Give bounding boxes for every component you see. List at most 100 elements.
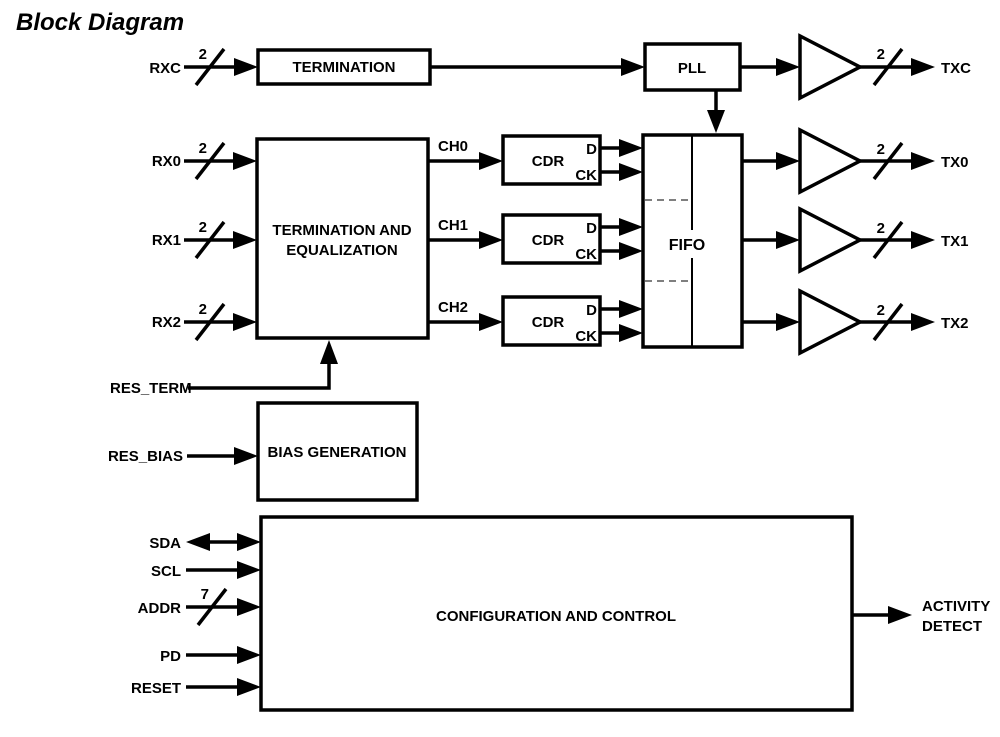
- arrowhead-left: [186, 533, 210, 551]
- scl-net: SCL: [151, 561, 261, 580]
- equalizer-box-label-line2: EQUALIZATION: [286, 242, 397, 259]
- arrowhead: [237, 646, 261, 664]
- arrowhead: [911, 58, 935, 76]
- arrowhead: [233, 313, 257, 331]
- tx2-pin-label: TX2: [941, 315, 969, 332]
- arrowhead: [237, 561, 261, 579]
- arrowhead: [479, 231, 503, 249]
- arrowhead: [776, 152, 800, 170]
- ch0-net-label: CH0: [438, 138, 468, 155]
- res-term-pin-label: RES_TERM: [110, 380, 192, 397]
- bus-width-label: 2: [199, 46, 207, 63]
- bus-width-label: 2: [877, 220, 885, 237]
- config-block: CONFIGURATION AND CONTROL SDA SCL ADDR 7…: [131, 515, 990, 712]
- ch2-net-label: CH2: [438, 299, 468, 316]
- cdr-ck-port-label: CK: [575, 246, 597, 263]
- termination-box-label: TERMINATION: [292, 59, 395, 76]
- bus-width-label: 2: [877, 302, 885, 319]
- cdr-box-2: [501, 295, 602, 347]
- arrowhead: [234, 447, 258, 465]
- arrowhead: [237, 598, 261, 616]
- equalizer-box: [255, 137, 430, 340]
- arrowhead: [619, 139, 643, 157]
- arrowhead-down: [707, 110, 725, 133]
- equalizer-block: TERMINATION AND EQUALIZATION: [255, 137, 430, 340]
- arrowhead-up: [320, 340, 338, 364]
- clock-path: RXC 2 TERMINATION PLL 2 TXC: [149, 33, 971, 151]
- arrowhead: [911, 231, 935, 249]
- tx0-output-buffer: [798, 127, 864, 195]
- arrowhead: [237, 533, 261, 551]
- reset-net: RESET: [131, 678, 261, 697]
- cdr-box-label: CDR: [532, 232, 565, 249]
- bias-generation-box: [256, 401, 419, 502]
- arrowhead: [776, 313, 800, 331]
- arrowhead: [619, 218, 643, 236]
- bus-slash: [196, 587, 228, 627]
- bus-slash: [194, 220, 226, 260]
- bus-width-label: 2: [199, 140, 207, 157]
- config-box-label: CONFIGURATION AND CONTROL: [436, 608, 676, 625]
- bus-slash: [194, 302, 226, 342]
- bus-slash: [194, 47, 226, 87]
- arrowhead: [776, 231, 800, 249]
- tx1-pin-label: TX1: [941, 233, 969, 250]
- arrowhead: [233, 231, 257, 249]
- termination-box: [256, 48, 432, 86]
- cdr-ck-port-label: CK: [575, 167, 597, 184]
- tx1-output-buffer: [798, 206, 864, 274]
- bus-slash: [872, 141, 904, 181]
- rx2-pin-label: RX2: [152, 314, 181, 331]
- cdr-d-port-label: D: [586, 220, 597, 237]
- scl-pin-label: SCL: [151, 563, 181, 580]
- sda-net: SDA: [149, 533, 261, 552]
- rx1-pin-label: RX1: [152, 232, 181, 249]
- bus-width-label: 2: [199, 301, 207, 318]
- cdr-box-label: CDR: [532, 153, 565, 170]
- arrowhead: [776, 58, 800, 76]
- addr-net: ADDR 7: [138, 586, 261, 627]
- cdr-ck-port-label: CK: [575, 328, 597, 345]
- bus-width-label: 7: [201, 586, 209, 603]
- cdr-box-1: [501, 213, 602, 265]
- arrowhead: [479, 152, 503, 170]
- activity-detect-label-line1: ACTIVITY: [922, 598, 990, 615]
- bias-generation-box-label: BIAS GENERATION: [268, 444, 407, 461]
- pll-box: [643, 42, 742, 92]
- bus-slash: [872, 220, 904, 260]
- rxc-pin-label: RXC: [149, 60, 181, 77]
- arrowhead: [233, 152, 257, 170]
- equalizer-box-label-line1: TERMINATION AND: [272, 222, 411, 239]
- sda-pin-label: SDA: [149, 535, 181, 552]
- res-term-wire: [188, 362, 331, 390]
- bias-block: RES_BIAS BIAS GENERATION: [108, 401, 419, 502]
- bus-width-label: 2: [877, 141, 885, 158]
- cdr-d-port-label: D: [586, 141, 597, 158]
- arrowhead: [237, 678, 261, 696]
- cdr-box-label: CDR: [532, 314, 565, 331]
- channel-0: RX0 2 CH0 CDR D CK 2 TX0: [152, 127, 969, 195]
- txc-output-buffer: [798, 33, 864, 101]
- config-box: [259, 515, 854, 712]
- bus-slash: [872, 47, 904, 87]
- arrowhead: [621, 58, 645, 76]
- pd-pin-label: PD: [160, 648, 181, 665]
- arrowhead: [234, 58, 258, 76]
- arrowhead: [619, 242, 643, 260]
- arrowhead: [619, 300, 643, 318]
- arrowhead: [619, 324, 643, 342]
- cdr-d-port-label: D: [586, 302, 597, 319]
- txc-pin-label: TXC: [941, 60, 971, 77]
- pd-net: PD: [160, 646, 261, 665]
- fifo-block: FIFO: [641, 133, 744, 349]
- activity-detect-net: ACTIVITY DETECT: [852, 598, 990, 635]
- activity-detect-label-line2: DETECT: [922, 618, 982, 635]
- cdr-box-0: [501, 134, 602, 186]
- bus-width-label: 2: [199, 219, 207, 236]
- page-title: Block Diagram: [16, 9, 184, 36]
- arrowhead: [911, 313, 935, 331]
- arrowhead: [888, 606, 912, 624]
- channel-1: RX1 2 CH1 CDR D CK 2 TX1: [152, 206, 969, 274]
